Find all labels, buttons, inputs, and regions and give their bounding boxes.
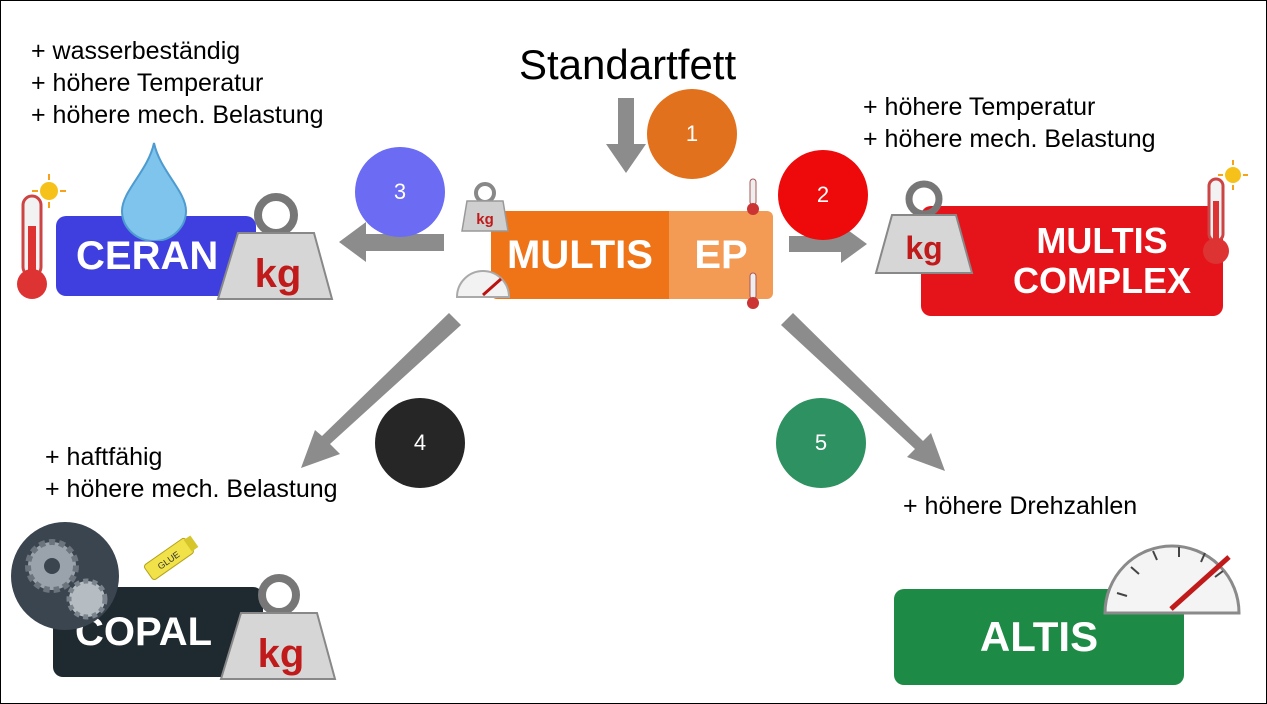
multis-ep-label-b: EP [694, 232, 748, 277]
arrow-left [339, 222, 444, 262]
multis-complex-badge: MULTIS COMPLEX [921, 206, 1223, 316]
weight-kg-label: kg [255, 252, 302, 296]
complex-benefits: + höhere Temperatur + höhere mech. Belas… [863, 91, 1156, 155]
gauge-icon [455, 270, 511, 298]
step-3-circle: 3 [355, 147, 445, 237]
gears-icon [11, 522, 119, 630]
step-4-label: 4 [413, 430, 427, 455]
step-2-circle: 2 [778, 150, 868, 240]
copal-benefits: + haftfähig + höhere mech. Belastung [45, 441, 338, 505]
glue-stick-icon: GLUE [143, 535, 199, 580]
step-5-label: 5 [814, 430, 828, 455]
sun-icon [1218, 160, 1248, 190]
multis-ep-badge-main: MULTIS [491, 211, 669, 299]
thermometer-icon [747, 272, 759, 309]
benefit-item: + höhere mech. Belastung [863, 125, 1156, 153]
complex-label-1: MULTIS [1036, 220, 1168, 261]
step-4-circle: 4 [375, 398, 465, 488]
multis-ep-label-a: MULTIS [507, 232, 653, 277]
ceran-benefits: + wasserbeständig + höhere Temperatur + … [31, 35, 324, 131]
weight-kg-label: kg [258, 632, 305, 676]
weight-icon: kg [461, 182, 509, 232]
weight-icon: kg [216, 193, 334, 300]
step-1-label: 1 [685, 121, 699, 146]
thermometer-icon [1203, 177, 1229, 264]
benefit-item: + höhere Drehzahlen [903, 492, 1138, 520]
diagram-title: Standartfett [519, 41, 737, 88]
thermometer-icon [17, 194, 47, 299]
step-5-circle: 5 [776, 398, 866, 488]
weight-icon: kg [874, 180, 974, 274]
arrow-down-right [781, 313, 945, 471]
arrow-down-left [301, 313, 461, 468]
step-1-circle: 1 [647, 89, 737, 179]
benefit-item: + wasserbeständig [31, 37, 241, 65]
benefit-item: + haftfähig [45, 443, 163, 471]
weight-icon: kg [219, 574, 337, 680]
arrow-down [606, 98, 646, 173]
benefit-item: + höhere Temperatur [31, 69, 264, 97]
thermometer-icon [747, 178, 759, 215]
altis-benefits: + höhere Drehzahlen [903, 490, 1137, 522]
benefit-item: + höhere mech. Belastung [31, 101, 324, 129]
step-2-label: 2 [816, 182, 830, 207]
sun-icon [32, 174, 66, 208]
weight-kg-label: kg [476, 211, 494, 228]
benefit-item: + höhere Temperatur [863, 93, 1096, 121]
altis-label: ALTIS [979, 613, 1099, 660]
arrow-right [789, 225, 867, 263]
step-3-label: 3 [393, 179, 407, 204]
gauge-icon [1103, 544, 1241, 615]
complex-label-2: COMPLEX [1012, 260, 1191, 301]
benefit-item: + höhere mech. Belastung [45, 475, 338, 503]
water-drop-icon [120, 142, 188, 241]
weight-kg-label: kg [905, 230, 942, 266]
